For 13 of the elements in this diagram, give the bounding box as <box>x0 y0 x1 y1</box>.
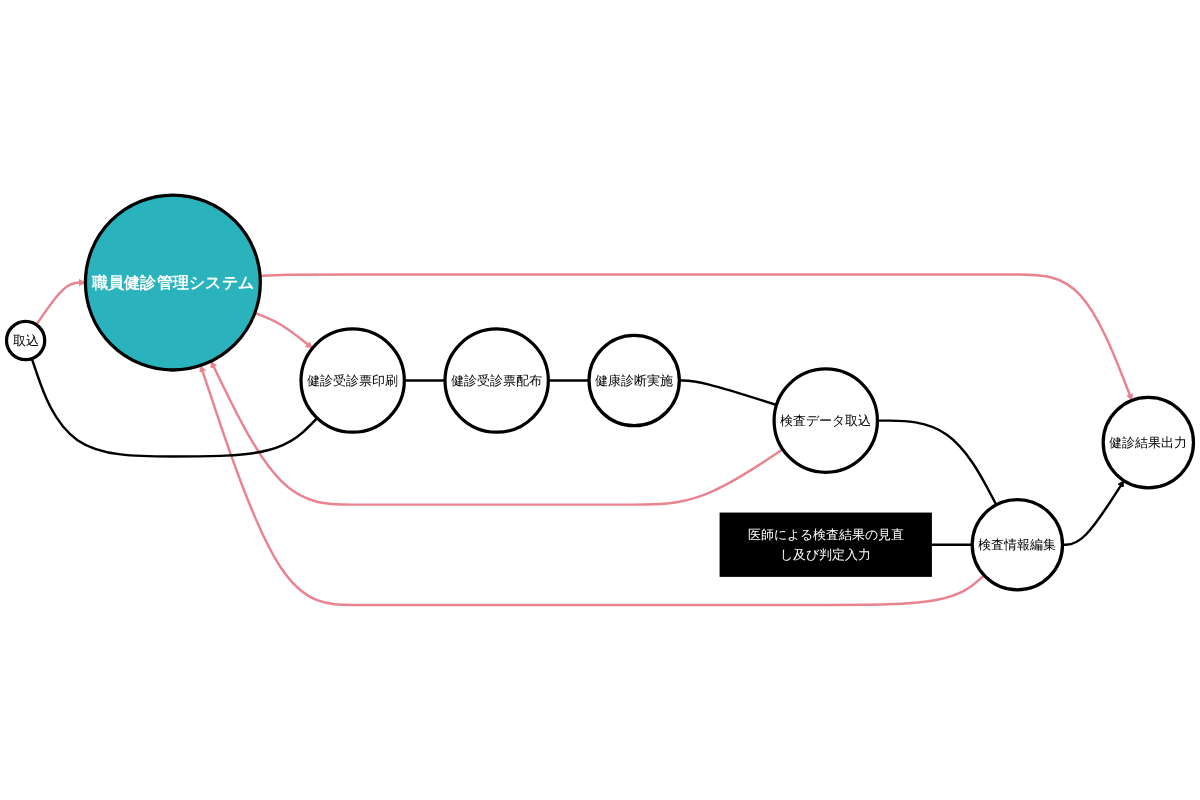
connector <box>548 379 589 382</box>
node-circle: 職員健診管理システム <box>83 193 262 372</box>
connector <box>679 379 777 407</box>
arrow <box>1062 480 1125 546</box>
arrow <box>210 360 784 506</box>
arrow <box>260 273 1133 401</box>
connector <box>404 379 445 382</box>
arrow <box>254 311 313 349</box>
arrow <box>199 365 985 607</box>
connector <box>30 358 318 458</box>
arrow <box>35 278 86 326</box>
connector <box>931 543 973 546</box>
connector <box>877 419 998 506</box>
